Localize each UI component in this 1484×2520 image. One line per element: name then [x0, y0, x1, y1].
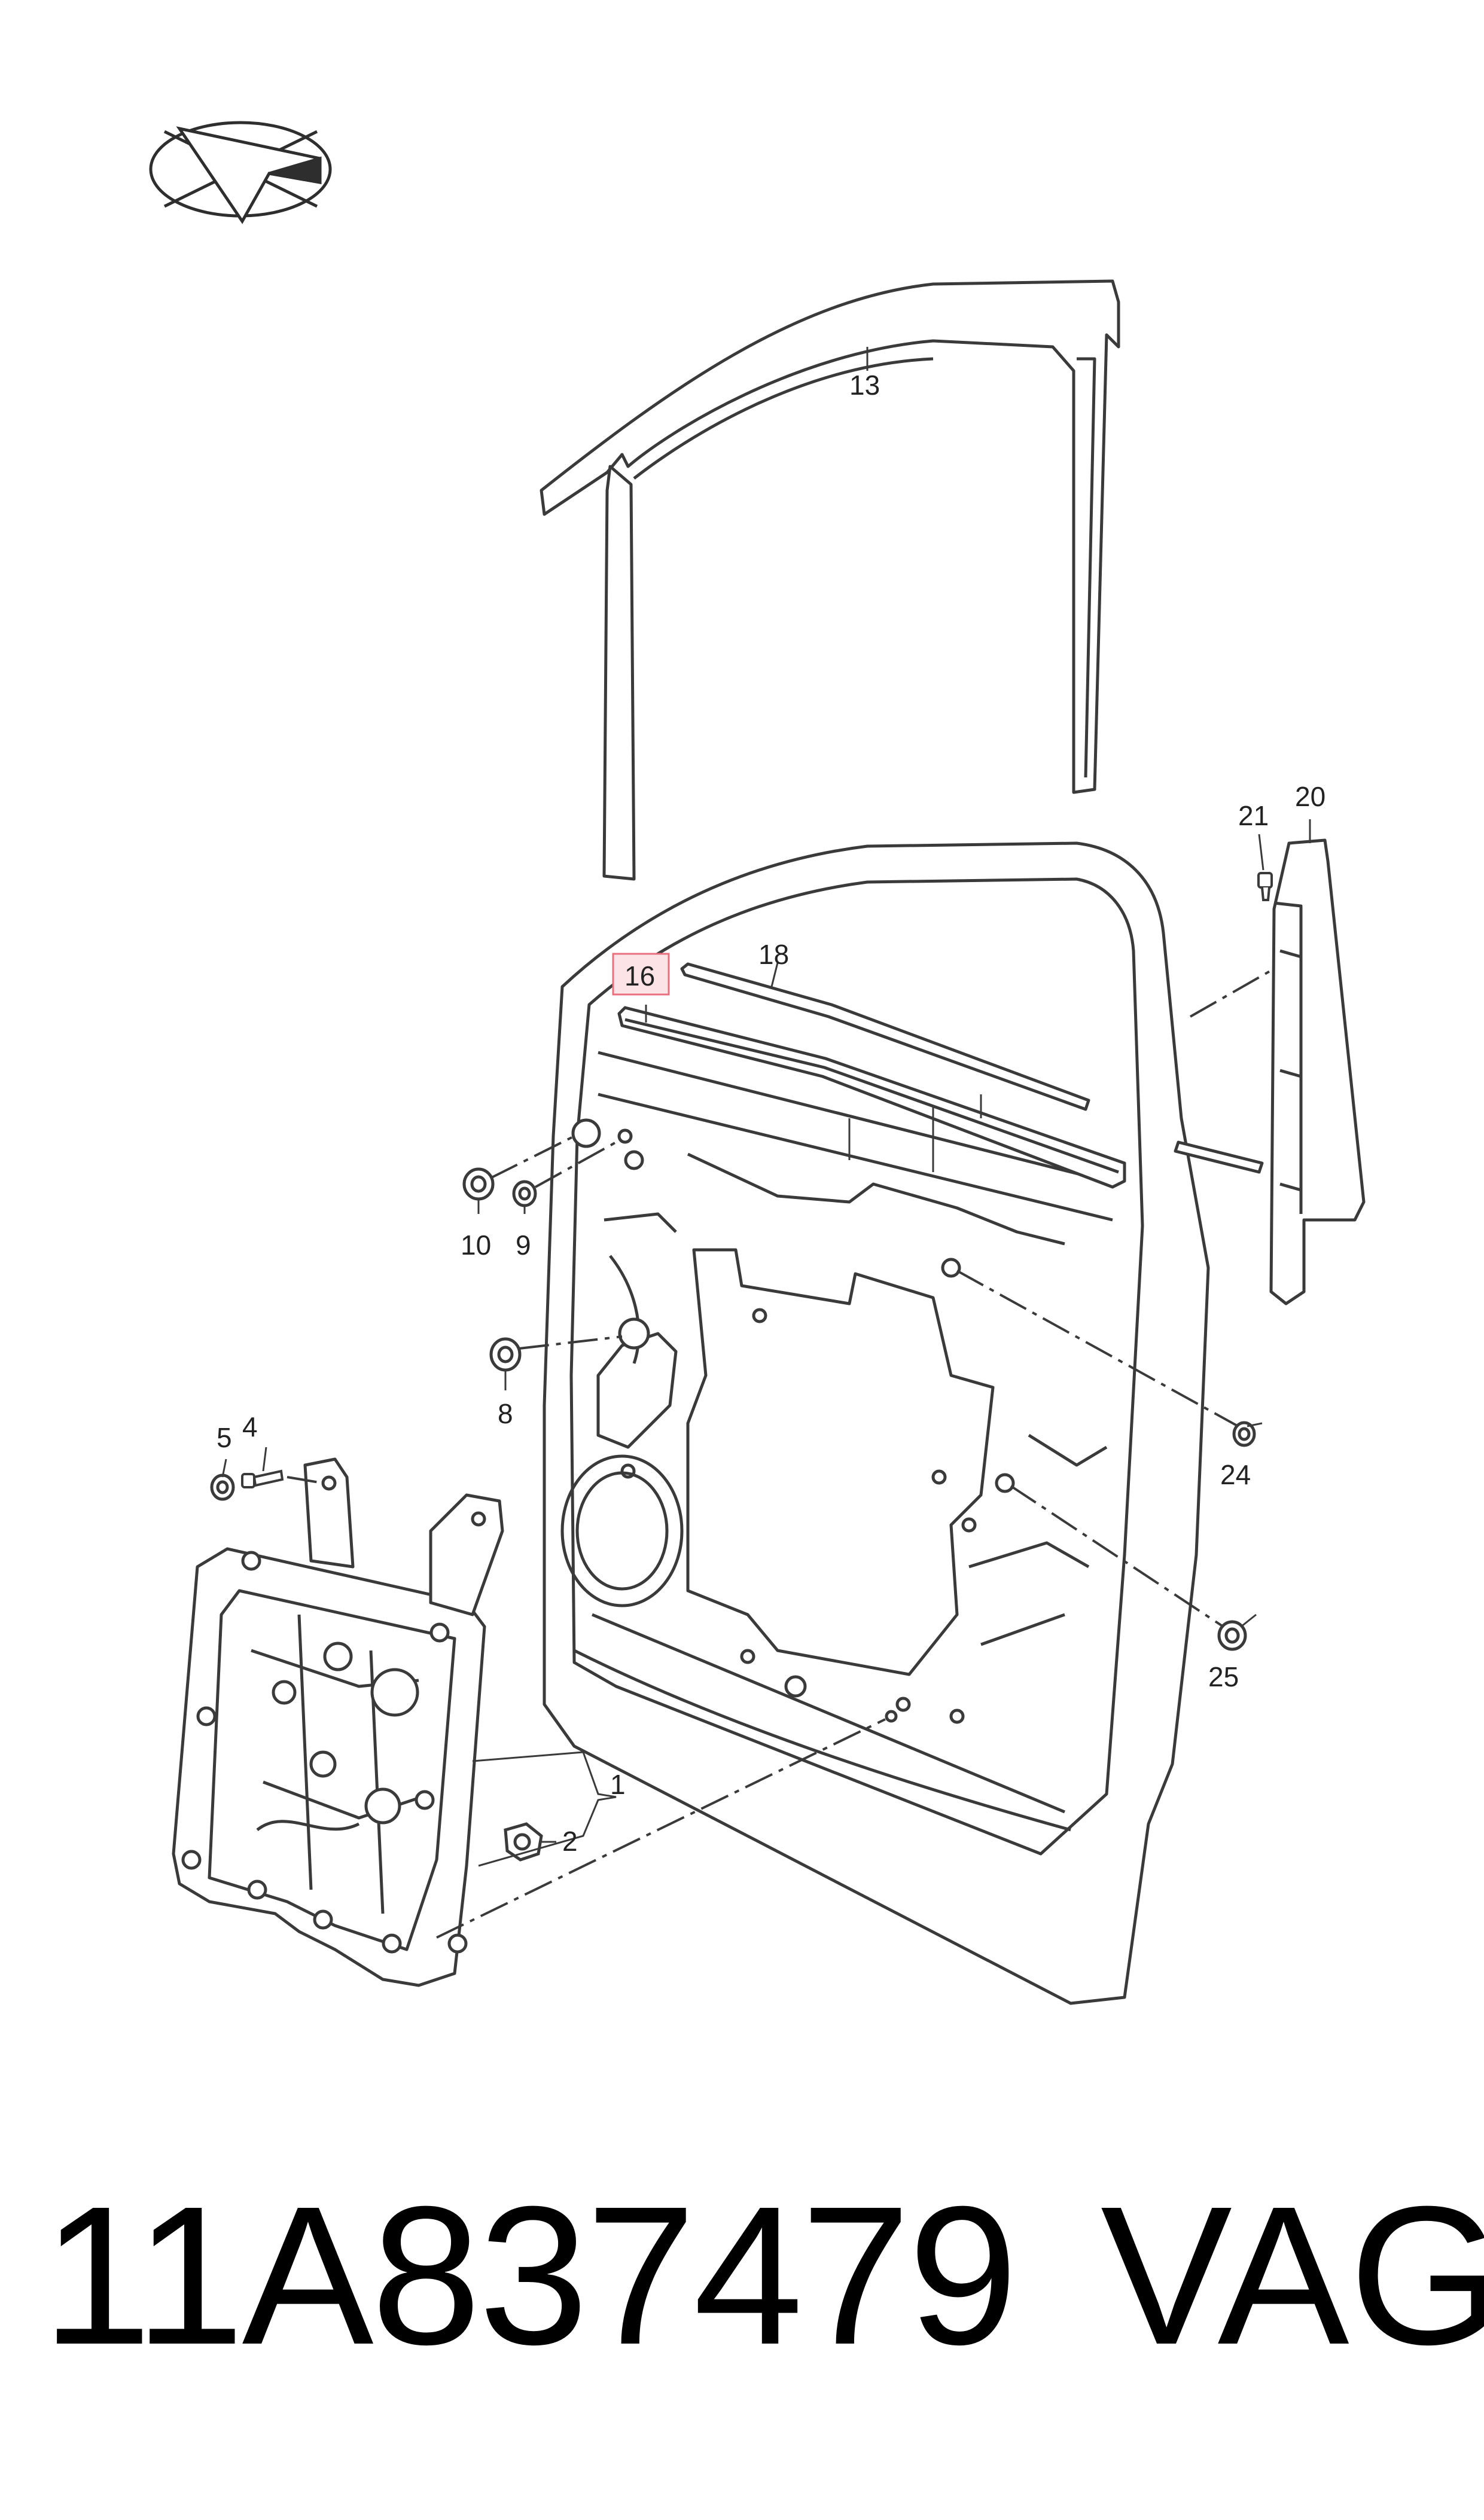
callout-18: 18: [758, 939, 789, 970]
callout-25: 25: [1208, 1661, 1239, 1692]
brand-label: VAG: [1101, 2165, 1484, 2385]
callout-9: 9: [516, 1230, 531, 1261]
grommet-24: [1232, 1421, 1256, 1447]
assembly-lines: [287, 968, 1275, 1939]
callout-24: 24: [1220, 1459, 1251, 1490]
door-mount-holes: [571, 1118, 1015, 1723]
highlight-box-16: [612, 953, 670, 996]
bolt-4: [241, 1469, 284, 1488]
grommet-5: [210, 1473, 235, 1501]
rear-trim-panel-20: [1269, 838, 1366, 1305]
callout-13: 13: [849, 370, 880, 401]
callout-2: 2: [562, 1826, 578, 1857]
grommet-8: [489, 1337, 522, 1372]
callout-labels: 13 16 18 20 21 10 9 8 24 25 5 4 1 2: [217, 370, 1325, 1857]
window-regulator-assembly-1: [172, 1457, 504, 1987]
callout-5: 5: [217, 1422, 232, 1453]
window-seal-strip-16: [617, 1006, 1126, 1189]
callout-10: 10: [461, 1230, 491, 1261]
callout-20: 20: [1295, 781, 1325, 812]
grommet-10: [462, 1167, 495, 1201]
callout-21: 21: [1238, 800, 1269, 831]
grommet-25: [1217, 1620, 1247, 1651]
leader-lines: [221, 347, 1311, 1867]
direction-arrow-logo-icon: [149, 121, 332, 224]
grommets: [210, 1167, 1256, 1651]
callout-16: 16: [624, 960, 655, 991]
callout-4: 4: [242, 1411, 258, 1442]
regulator-nut-2: [504, 1822, 543, 1862]
grommet-9: [512, 1180, 537, 1207]
callout-8: 8: [498, 1398, 513, 1429]
callout-1: 1: [610, 1769, 626, 1800]
clip-21: [1257, 872, 1273, 901]
part-number-label: 11A837479: [42, 2165, 1018, 2385]
door-body-panel: [543, 841, 1210, 2005]
window-frame-seal-13: [540, 279, 1120, 881]
inner-seal-strip-18: [680, 962, 1264, 1174]
